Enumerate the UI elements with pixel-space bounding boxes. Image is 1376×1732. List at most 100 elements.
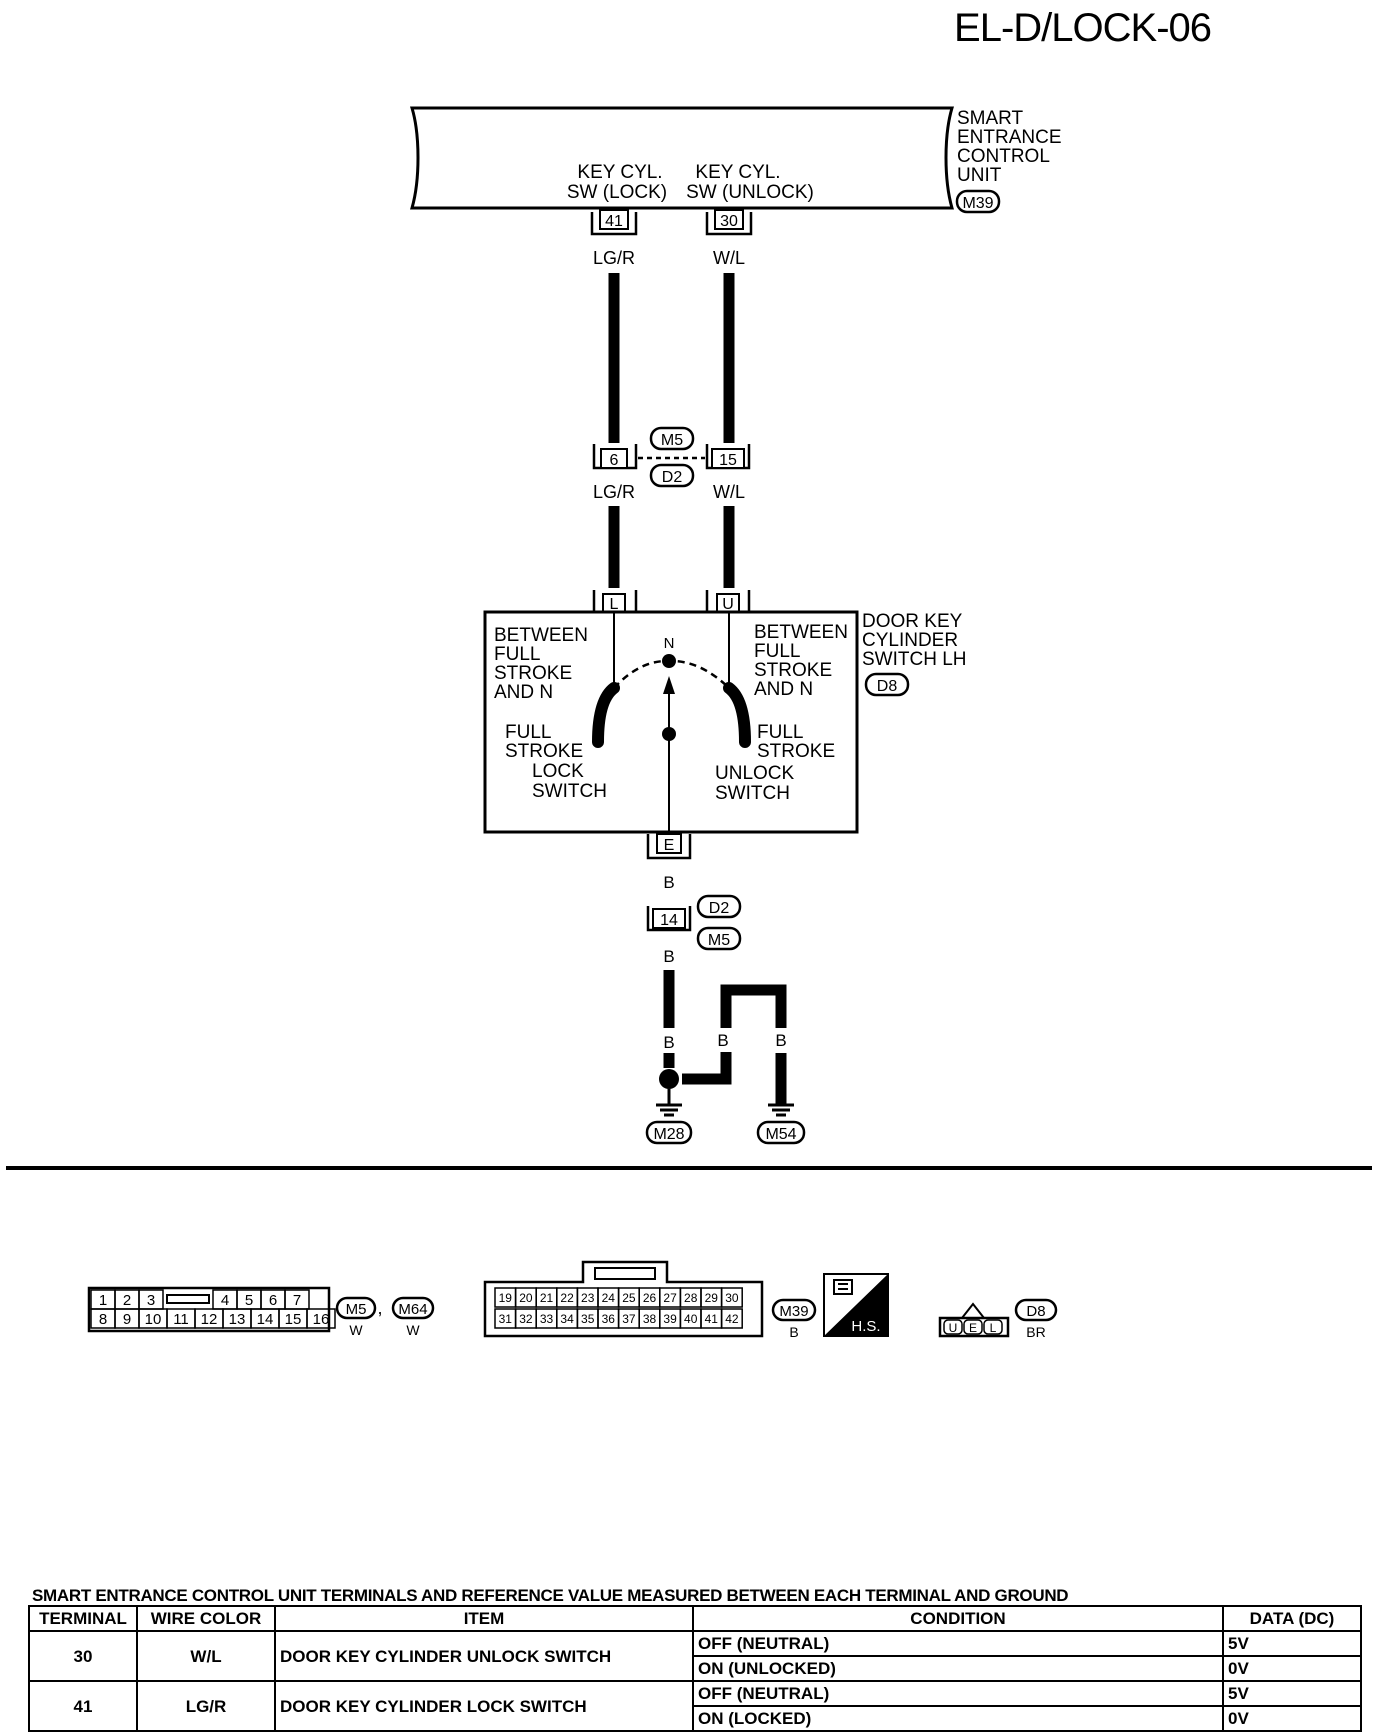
pin-number: 34 [560, 1312, 574, 1326]
control-unit-name-3: CONTROL [957, 146, 1050, 167]
junction-badge-d2-label: D2 [662, 469, 683, 486]
lock-switch-label-4: SWITCH [532, 781, 607, 802]
junction-badge-m5 [649, 426, 695, 451]
pin-cell [943, 1319, 963, 1335]
pin-number: 20 [519, 1291, 533, 1305]
control-unit-name-4: UNIT [957, 165, 1002, 186]
svg-text:L: L [610, 596, 619, 613]
connector-badge-m64-label: M64 [398, 1301, 427, 1318]
connector-badge-label: M39 [962, 195, 993, 212]
wire-color-lgr-mid: LG/R [593, 482, 635, 502]
left-note-4: AND N [494, 682, 553, 703]
cell-item: DOOR KEY CYLINDER UNLOCK SWITCH [274, 1630, 694, 1682]
pin-number: 4 [221, 1292, 229, 1309]
svg-text:U: U [722, 596, 734, 613]
connector-badge-m5 [335, 1296, 377, 1320]
switch-terminal-e: E [646, 833, 692, 860]
cell-data: 5V [1222, 1630, 1362, 1657]
wire-color-b-3: B [663, 1033, 674, 1052]
table-row: 41 LG/R DOOR KEY CYLINDER LOCK SWITCH OF… [28, 1680, 1362, 1732]
header-data: DATA (DC) [1222, 1605, 1362, 1632]
wire-color-wl-mid: W/L [713, 482, 745, 502]
lock-switch-arm [592, 682, 620, 748]
cell-item: DOOR KEY CYLINDER LOCK SWITCH [274, 1680, 694, 1732]
pin-number: 19 [499, 1291, 513, 1305]
connector-badge-m39 [771, 1298, 817, 1322]
ground-badge-m5 [696, 926, 742, 951]
pin-number: L [990, 1321, 997, 1335]
ground-junction-terminal-14: 14 [646, 906, 692, 932]
pin-number: 23 [581, 1291, 595, 1305]
right-note-1: BETWEEN [754, 622, 848, 643]
svg-text:E: E [664, 837, 675, 854]
ground-badge-m28 [645, 1120, 693, 1145]
pin-number: 42 [725, 1312, 739, 1326]
pin-number: 21 [540, 1291, 554, 1305]
switch-connector-badge [864, 672, 910, 697]
cell-data: 0V [1222, 1655, 1362, 1682]
right-note-4: AND N [754, 679, 813, 700]
svg-text:30: 30 [720, 213, 738, 230]
pin-number: 7 [293, 1292, 301, 1309]
pin-number: 22 [560, 1291, 574, 1305]
svg-text:41: 41 [605, 213, 623, 230]
ground-badge-d2 [696, 894, 742, 919]
switch-connector-badge-label: D8 [877, 678, 898, 695]
pin-cell [720, 1308, 743, 1329]
pin-number: 27 [663, 1291, 677, 1305]
switch-terminal-l: L [592, 590, 638, 614]
pin-label-unlock-1: KEY CYL. [695, 162, 780, 183]
pin-label-unlock-2: SW (UNLOCK) [686, 182, 814, 203]
lock-switch-label-1: FULL [505, 722, 551, 743]
pin-number: 15 [285, 1311, 302, 1328]
ground-badge-d2-label: D2 [709, 900, 730, 917]
control-unit-name-2: ENTRANCE [957, 127, 1062, 148]
wire-color-lgr-top: LG/R [593, 248, 635, 268]
left-note-2: FULL [494, 644, 540, 665]
connector-color-d8: BR [1026, 1324, 1045, 1340]
ground-badge-m28-label: M28 [653, 1126, 684, 1143]
reference-table-caption: SMART ENTRANCE CONTROL UNIT TERMINALS AN… [32, 1586, 1069, 1605]
right-note-2: FULL [754, 641, 800, 662]
wire-color-wl-top: W/L [713, 248, 745, 268]
unlock-switch-label-3: UNLOCK [715, 763, 795, 784]
connector-badge-d8 [1014, 1298, 1058, 1322]
unlock-switch-label-1: FULL [757, 722, 803, 743]
pin-number: 41 [705, 1312, 719, 1326]
ground-badge-m5-label: M5 [708, 932, 730, 949]
pin-number: U [949, 1321, 958, 1335]
pin-number: 14 [257, 1311, 274, 1328]
neutral-label: N [664, 635, 675, 652]
pin-number: 40 [684, 1312, 698, 1326]
connector-color-m5: W [349, 1322, 363, 1338]
junction-badge-m5-label: M5 [661, 432, 683, 449]
cell-terminal: 30 [28, 1630, 138, 1682]
header-wire-color: WIRE COLOR [136, 1605, 276, 1632]
cell-data: 5V [1222, 1680, 1362, 1707]
neutral-contact [662, 654, 676, 668]
pin-number: 6 [269, 1292, 277, 1309]
pin-number: 26 [643, 1291, 657, 1305]
ground-m54-icon [768, 1103, 794, 1117]
pin-number: 28 [684, 1291, 698, 1305]
cell-wire-color: LG/R [136, 1680, 276, 1732]
pin-number: 33 [540, 1312, 554, 1326]
connector-color-m39: B [789, 1324, 798, 1340]
table-row: 30 W/L DOOR KEY CYLINDER UNLOCK SWITCH O… [28, 1630, 1362, 1682]
connector-badge-m5-label: M5 [346, 1301, 367, 1318]
terminal-30: 30 [705, 209, 753, 236]
ground-wire-loop [720, 984, 787, 1028]
junction-terminal-15: 15 [705, 444, 751, 470]
unlock-switch-label-4: SWITCH [715, 783, 790, 804]
wire-color-b-4: B [717, 1031, 728, 1050]
switch-name-1: DOOR KEY [862, 611, 963, 632]
lock-switch-label-2: STROKE [505, 741, 583, 762]
wire-color-b-5: B [775, 1031, 786, 1050]
svg-text:15: 15 [719, 452, 737, 469]
pin-cell [963, 1319, 983, 1335]
svg-text:6: 6 [610, 452, 619, 469]
lock-switch-label-3: LOCK [532, 761, 584, 782]
pin-number: 8 [99, 1311, 107, 1328]
